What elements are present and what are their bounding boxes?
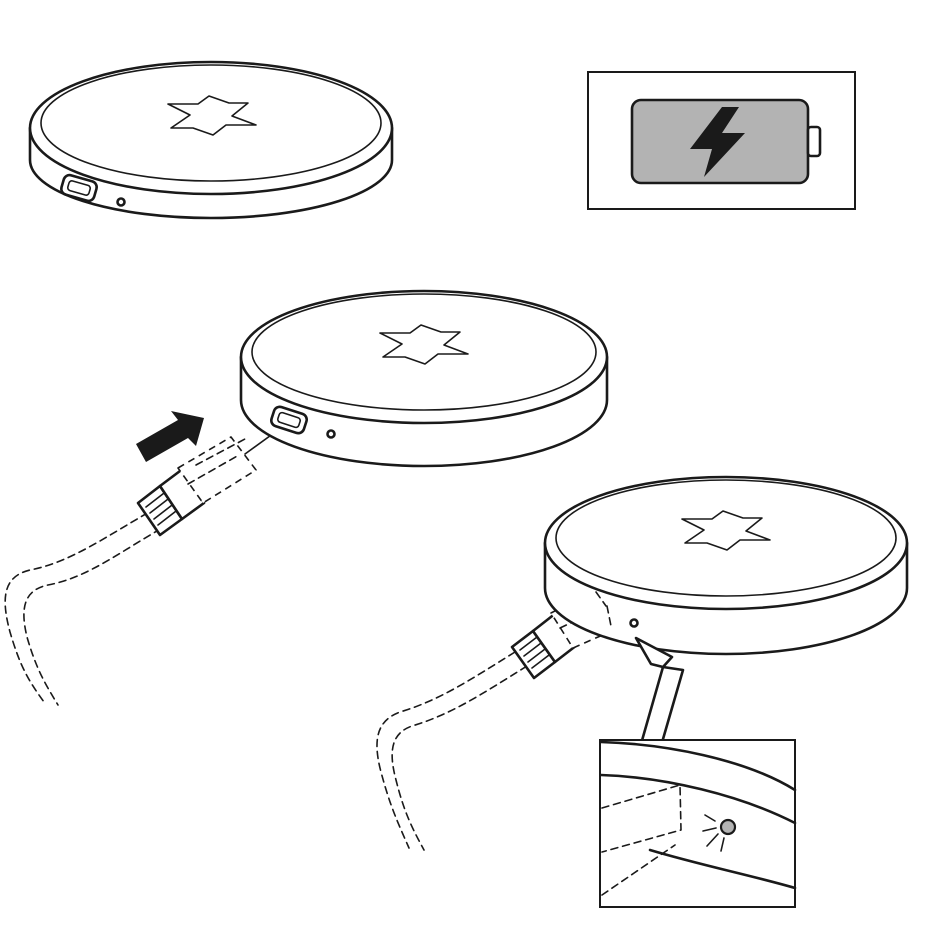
cable-dashed <box>377 652 527 850</box>
push-arrow-icon <box>136 411 204 462</box>
led-indicator-detail <box>600 740 795 907</box>
charger-standalone <box>30 62 392 218</box>
cable-dashed <box>5 507 171 705</box>
pointer-arrow-icon <box>636 638 683 746</box>
battery-status-box <box>588 72 855 209</box>
